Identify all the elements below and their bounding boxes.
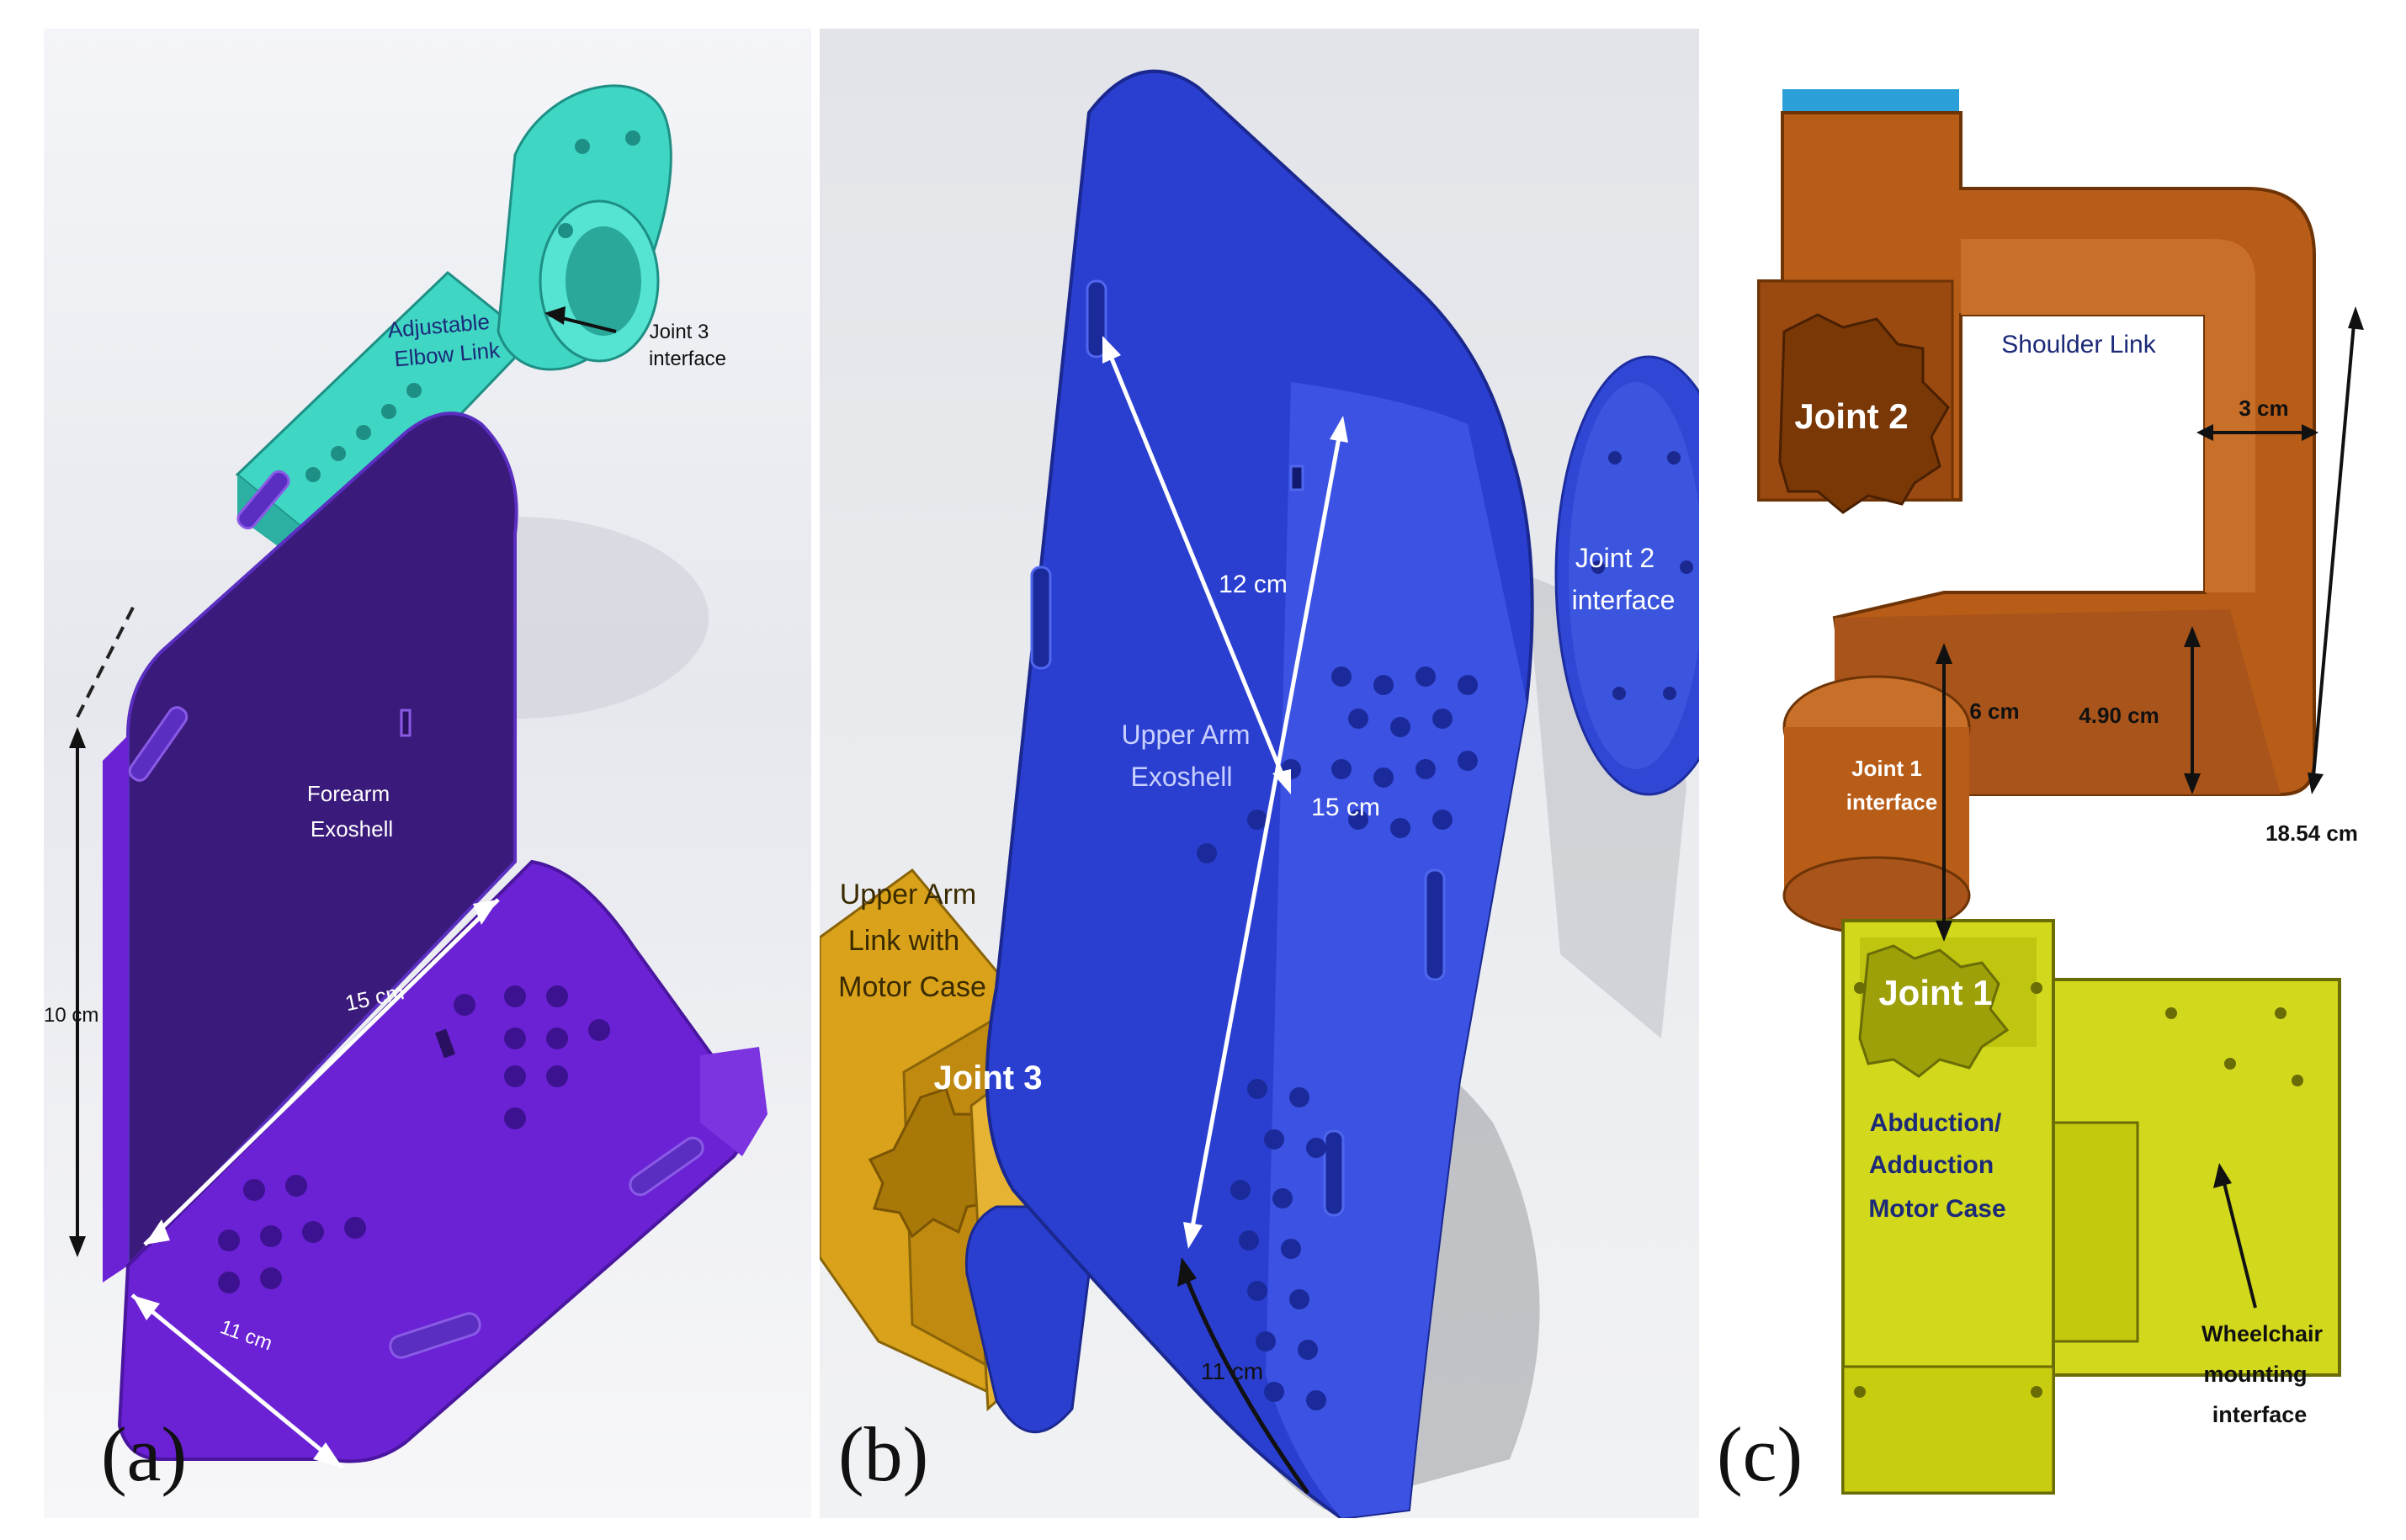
tray-slot-side bbox=[629, 1136, 704, 1197]
dim-490-arrow bbox=[2184, 626, 2201, 794]
dim-12-arrow bbox=[1103, 343, 1289, 787]
tray-holes bbox=[218, 985, 610, 1293]
dim-12-arrowhead-start bbox=[1102, 336, 1121, 364]
panel-a: Adjustable Elbow Link Joint 3 interface … bbox=[44, 29, 811, 1518]
joint3-interface-label-1: Joint 3 bbox=[650, 321, 709, 343]
dim-10-arrowhead-bottom bbox=[69, 1236, 86, 1257]
panel-c-letter: (c) bbox=[1717, 1411, 1803, 1497]
forearm-diagram: Adjustable Elbow Link Joint 3 interface … bbox=[44, 84, 767, 1469]
forearm-back-plate bbox=[126, 412, 518, 1270]
panel-c: Joint 2 Shoulder Link 3 cm 6 cm 4.90 cm … bbox=[1708, 29, 2377, 1518]
joint3-interface-label-2: interface bbox=[649, 348, 726, 370]
mounting-label-3: interface bbox=[2212, 1402, 2308, 1427]
joint1-interface-label-1: Joint 1 bbox=[1851, 756, 1922, 781]
panel-b: 12 cm 15 cm 11 cm Joint 2 interface Uppe… bbox=[820, 29, 1699, 1518]
link-motor-label-2: Link with bbox=[848, 925, 959, 957]
motor-case-label-3: Motor Case bbox=[1868, 1195, 2005, 1223]
dim-3-arrow bbox=[2196, 424, 2318, 441]
dim-11-arrowhead-start bbox=[132, 1295, 160, 1320]
dim-11-arrow bbox=[1179, 1265, 1310, 1495]
panel-b-letter: (b) bbox=[838, 1411, 929, 1497]
dim-11-arrow bbox=[130, 1293, 344, 1469]
dim-12-label: 12 cm bbox=[1219, 571, 1288, 598]
joint1-interface-cylinder bbox=[1782, 675, 1971, 935]
joint3-label: Joint 3 bbox=[934, 1059, 1043, 1097]
joint1-label: Joint 1 bbox=[1878, 973, 1992, 1012]
dim-6-label: 6 cm bbox=[1969, 698, 2019, 724]
tray-lip bbox=[700, 1047, 767, 1156]
dim-15-arrowhead-end bbox=[473, 900, 498, 925]
shoulder-link-label: Shoulder Link bbox=[2001, 331, 2156, 358]
abduction-adduction-motor-case bbox=[1841, 919, 2341, 1495]
dim-3-label: 3 cm bbox=[2239, 396, 2288, 421]
motor-case-label-2: Adduction bbox=[1869, 1151, 1994, 1179]
shoulder-diagram: Joint 2 Shoulder Link 3 cm 6 cm 4.90 cm … bbox=[1757, 89, 2364, 1495]
joint2-interface-label-2: interface bbox=[1572, 585, 1676, 615]
forearm-plate-edge bbox=[103, 735, 128, 1282]
dim-10-label: 10 cm bbox=[44, 1004, 98, 1027]
dim-1854-arrow bbox=[2308, 306, 2364, 794]
dim-1854-label: 18.54 cm bbox=[2265, 820, 2358, 846]
dim-15-arrow bbox=[143, 898, 500, 1246]
mounting-pointer bbox=[2213, 1163, 2257, 1309]
joint1-interface-label-2: interface bbox=[1846, 789, 1937, 815]
panel-a-letter: (a) bbox=[101, 1411, 188, 1497]
forearm-base-tray bbox=[117, 859, 751, 1463]
dim-15-arrowhead-start bbox=[1183, 1222, 1203, 1249]
upper-arm-label-2: Exoshell bbox=[1131, 762, 1233, 792]
upper-arm-side-bar bbox=[964, 1205, 1099, 1433]
forearm-label-1: Forearm bbox=[307, 781, 390, 806]
tray-slot-center bbox=[434, 1028, 456, 1059]
exoshell-holes bbox=[1197, 666, 1478, 1410]
back-plate-slots bbox=[128, 470, 412, 782]
dim-15-arrowhead-start bbox=[145, 1219, 170, 1245]
upper-arm-diagram: 12 cm 15 cm 11 cm Joint 2 interface Uppe… bbox=[820, 69, 1699, 1518]
joint3-pointer-head bbox=[544, 306, 566, 325]
link-motor-label-3: Motor Case bbox=[838, 971, 986, 1003]
link-motor-label-1: Upper Arm bbox=[840, 879, 977, 911]
mounting-label-1: Wheelchair bbox=[2202, 1321, 2324, 1346]
dim-11-arrowhead-end bbox=[313, 1442, 343, 1468]
upper-arm-label-1: Upper Arm bbox=[1122, 720, 1251, 750]
dim-490-label: 4.90 cm bbox=[2079, 703, 2159, 728]
upper-arm-curved-face bbox=[1266, 382, 1527, 1518]
joint2-label: Joint 2 bbox=[1794, 396, 1908, 436]
dim-6-arrow bbox=[1936, 643, 1952, 942]
joint2-disc bbox=[1554, 355, 1699, 796]
exoshell-slots bbox=[1030, 279, 1446, 1217]
dim-15-arrowhead-end bbox=[1330, 416, 1348, 443]
elbow-link-holes bbox=[305, 383, 422, 482]
tray-slot-front bbox=[389, 1312, 481, 1359]
dim-15-label: 15 cm bbox=[1311, 794, 1380, 821]
dim-15-arrow bbox=[1187, 423, 1344, 1241]
joint3-clamp bbox=[497, 84, 672, 371]
dim-11-arrowhead bbox=[1177, 1257, 1197, 1287]
joint2-interface-label-1: Joint 2 bbox=[1575, 543, 1654, 573]
mounting-label-2: mounting bbox=[2204, 1362, 2308, 1387]
dim-11-label: 11 cm bbox=[1201, 1358, 1263, 1384]
motor-case-label-1: Abduction/ bbox=[1870, 1109, 2002, 1137]
forearm-label-2: Exoshell bbox=[311, 816, 393, 842]
dim-10-arrowhead-top bbox=[69, 727, 86, 748]
dashed-guide-line bbox=[76, 600, 138, 718]
